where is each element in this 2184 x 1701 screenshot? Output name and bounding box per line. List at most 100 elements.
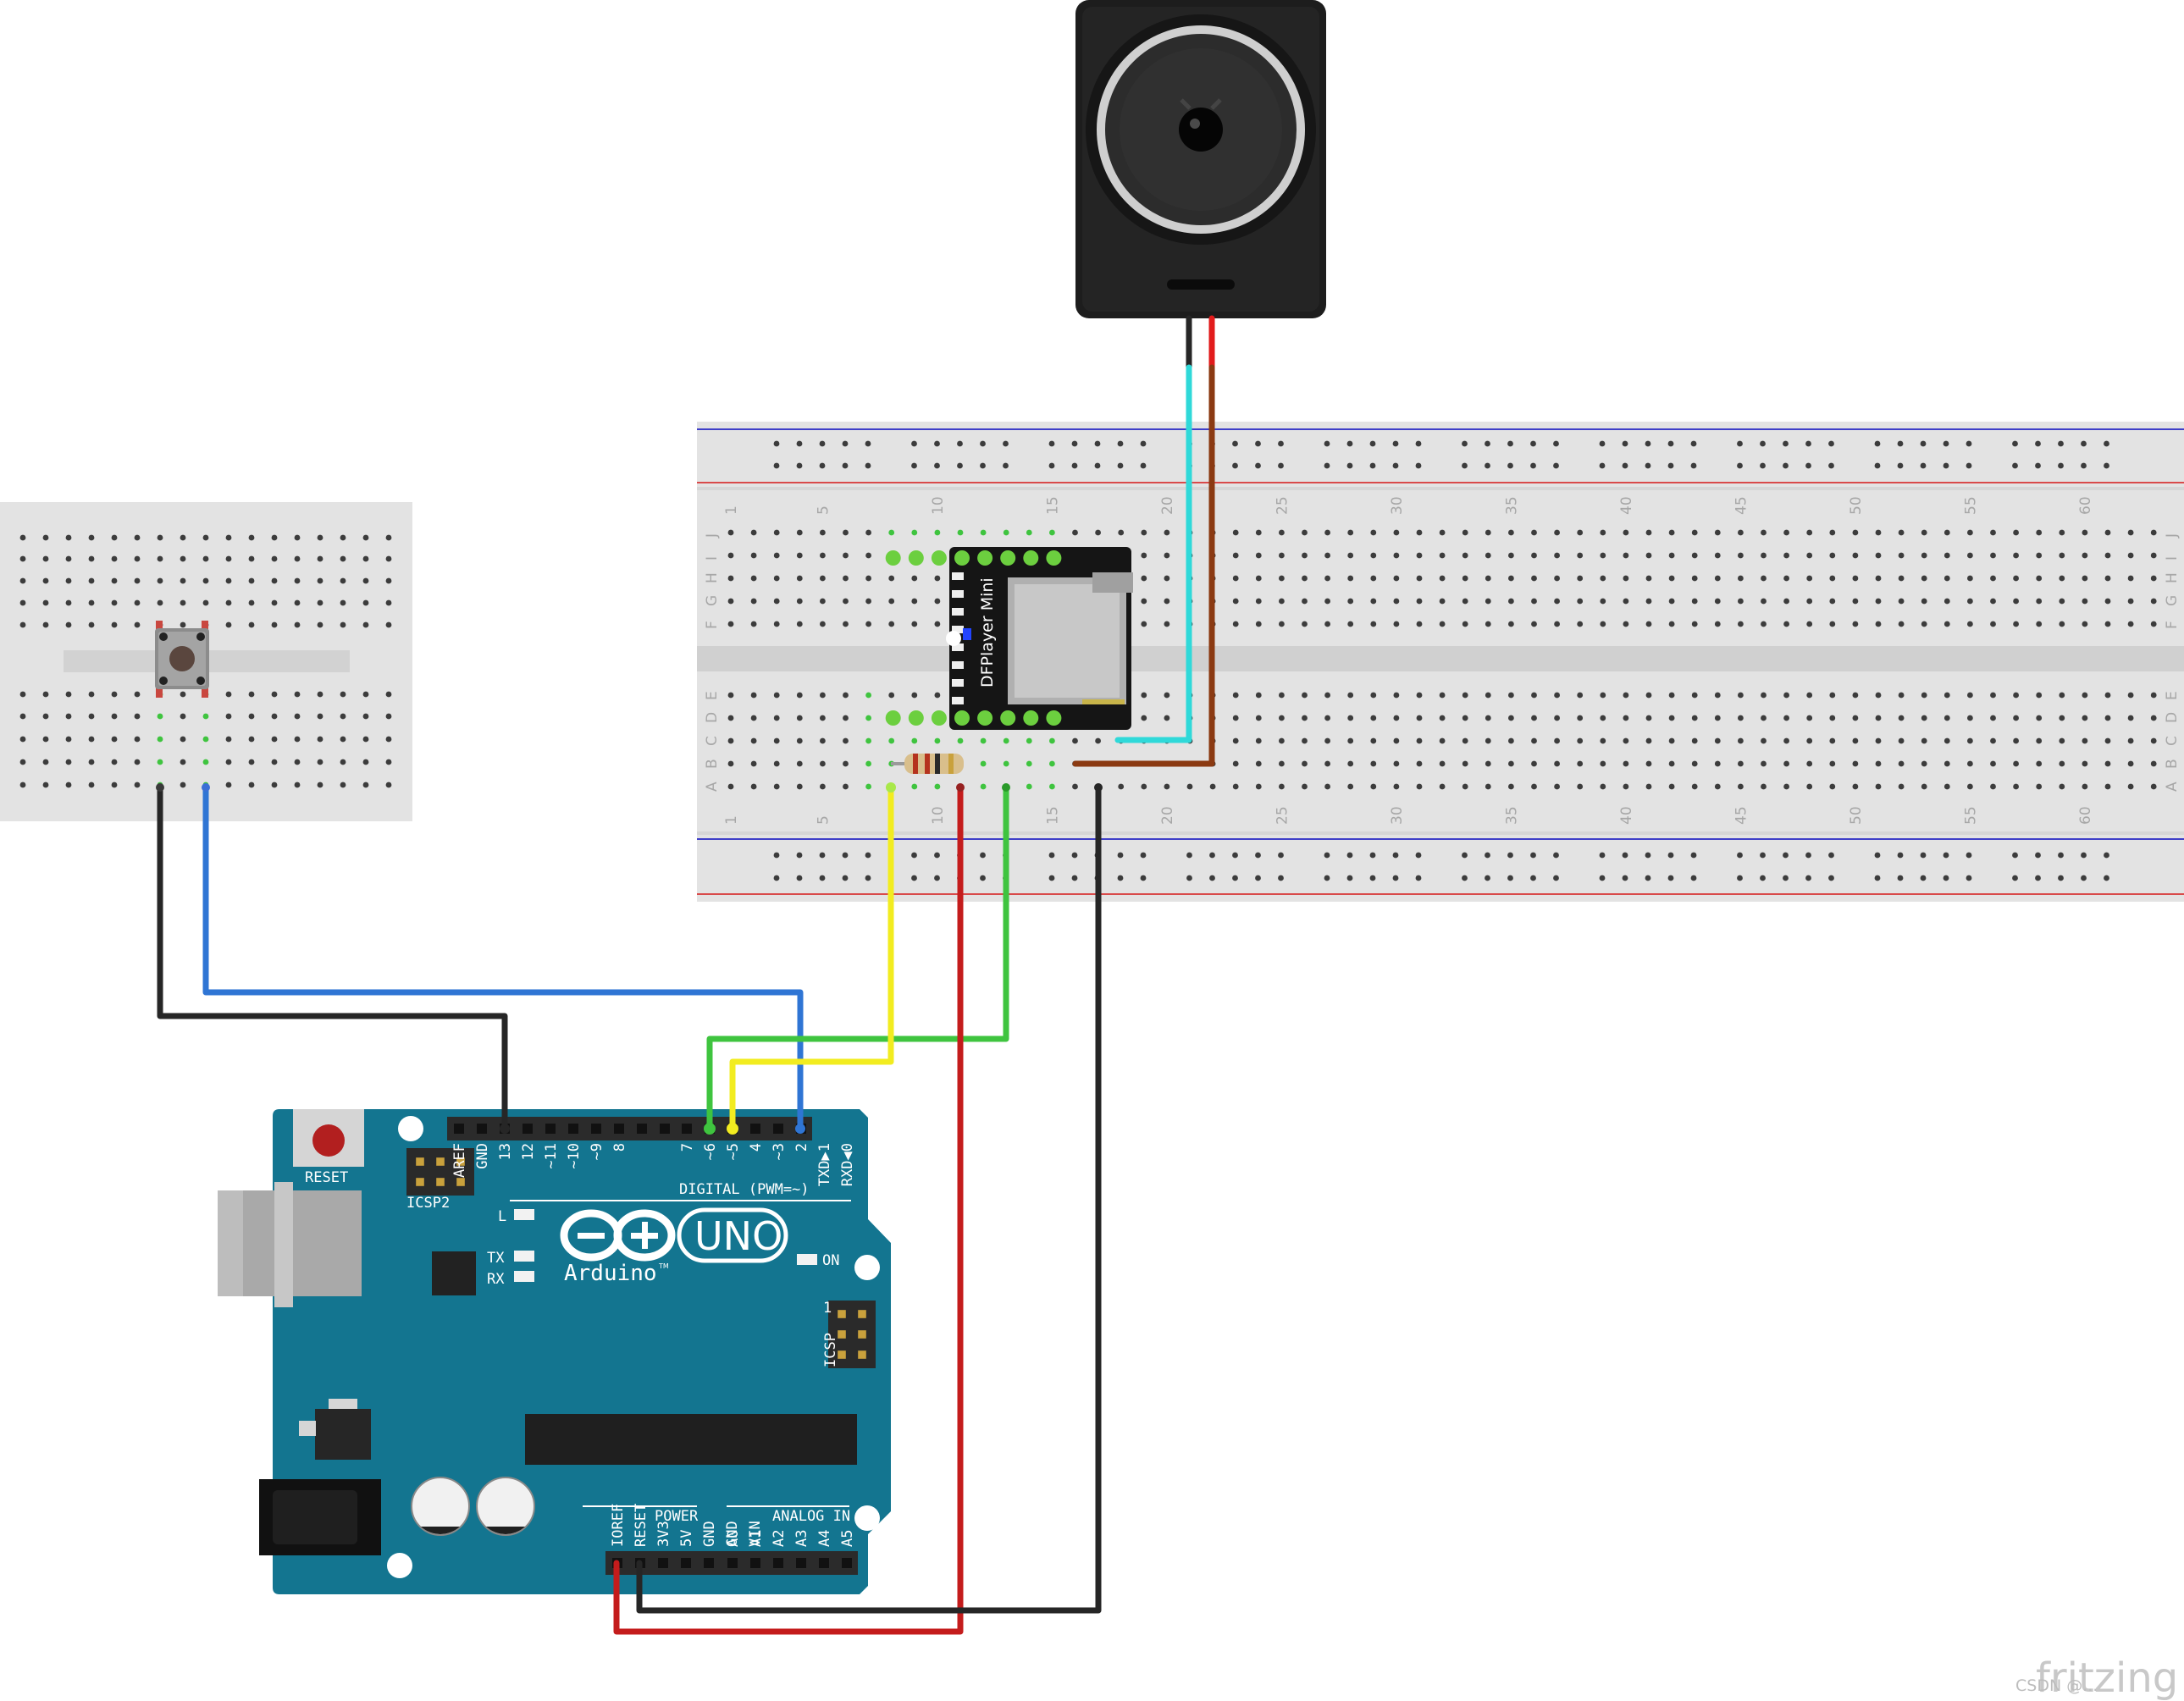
breadboard-hole <box>225 691 232 698</box>
breadboard-hole <box>1531 692 1537 699</box>
breadboard-hole <box>1279 575 1285 582</box>
header-pin <box>819 1558 829 1568</box>
breadboard-hole <box>2127 621 2134 627</box>
breadboard-hole <box>911 852 917 859</box>
breadboard-hole <box>1783 715 1790 721</box>
breadboard-hole <box>1990 715 1996 721</box>
breadboard-hole <box>1302 692 1308 699</box>
breadboard-hole <box>1806 621 1813 627</box>
breadboard-hole <box>1232 621 1239 627</box>
breadboard-hole <box>820 760 826 767</box>
header-pin <box>750 1558 760 1568</box>
breadboard-hole <box>1623 552 1629 559</box>
breadboard-hole <box>180 736 186 743</box>
reset-button[interactable] <box>293 1109 364 1167</box>
breadboard-hole <box>1164 552 1170 559</box>
breadboard-hole <box>1897 462 1904 469</box>
breadboard-hole <box>842 875 849 881</box>
breadboard-hole <box>1416 598 1423 605</box>
breadboard-hole <box>1439 715 1446 721</box>
breadboard-hole <box>1530 875 1536 881</box>
breadboard-hole <box>1255 552 1262 559</box>
breadboard-hole <box>1370 760 1377 767</box>
breadboard-hole <box>1209 875 1215 881</box>
breadboard-hole <box>1714 529 1721 536</box>
small-breadboard <box>0 502 412 821</box>
breadboard-hole <box>796 440 803 447</box>
breadboard-hole <box>2104 598 2111 605</box>
breadboard-hole <box>1346 852 1353 859</box>
wire-cyan <box>1114 364 1192 743</box>
breadboard-hole <box>1898 783 1905 790</box>
arduino-wordmark: Arduino <box>564 1261 657 1286</box>
breadboard-hole <box>1898 715 1905 721</box>
breadboard-hole <box>1805 875 1811 881</box>
breadboard-hole <box>888 621 895 627</box>
breadboard-hole <box>294 736 301 743</box>
breadboard-hole <box>2082 760 2088 767</box>
breadboard-hole <box>843 760 849 767</box>
breadboard-hole <box>1921 715 1927 721</box>
breadboard-hole <box>1667 875 1674 881</box>
breadboard-hole <box>1667 852 1674 859</box>
breadboard-hole <box>934 692 941 699</box>
pin-label: ~10 <box>566 1143 583 1169</box>
pin-label: 7 <box>679 1143 696 1151</box>
header-pin <box>842 1558 852 1568</box>
breadboard-hole <box>317 599 323 606</box>
breadboard-hole <box>2059 552 2065 559</box>
breadboard-hole <box>1462 529 1468 536</box>
breadboard-hole <box>1761 760 1767 767</box>
breadboard-hole <box>1415 462 1422 469</box>
breadboard-hole <box>1531 737 1537 744</box>
breadboard-hole <box>1921 552 1927 559</box>
breadboard-hole <box>1921 692 1927 699</box>
breadboard-hole <box>1668 621 1675 627</box>
breadboard-hole <box>134 534 141 541</box>
column-number: 5 <box>815 505 832 515</box>
breadboard-hole <box>1738 529 1744 536</box>
breadboard-hole <box>820 621 826 627</box>
breadboard-hole <box>1554 552 1560 559</box>
breadboard-hole <box>2082 575 2088 582</box>
breadboard-hole <box>1761 715 1767 721</box>
breadboard-hole <box>1026 737 1032 744</box>
breadboard-hole <box>796 852 803 859</box>
breadboard-hole <box>1829 621 1836 627</box>
breadboard-hole <box>820 715 826 721</box>
dfplayer-pin <box>954 710 970 726</box>
breadboard-hole <box>88 713 95 720</box>
breadboard-hole <box>1416 575 1423 582</box>
breadboard-hole <box>1393 715 1400 721</box>
breadboard-hole <box>1966 875 1972 881</box>
breadboard-hole <box>2036 737 2043 744</box>
breadboard-hole <box>88 555 95 562</box>
analog-header-label: ANALOG IN <box>772 1508 850 1525</box>
breadboard-hole <box>911 462 917 469</box>
breadboard-hole <box>111 621 118 628</box>
breadboard-hole <box>888 575 895 582</box>
breadboard-hole <box>842 852 849 859</box>
breadboard-hole <box>1875 760 1882 767</box>
breadboard-hole <box>1164 783 1170 790</box>
breadboard-hole <box>1852 760 1859 767</box>
breadboard-hole <box>1531 783 1537 790</box>
breadboard-hole <box>42 736 49 743</box>
breadboard-hole <box>773 875 780 881</box>
breadboard-hole <box>1760 852 1766 859</box>
breadboard-hole <box>980 875 986 881</box>
dfplayer-pin <box>885 710 901 726</box>
breadboard-hole <box>2150 598 2157 605</box>
breadboard-hole <box>385 599 392 606</box>
breadboard-hole <box>271 759 278 765</box>
breadboard-hole <box>1761 552 1767 559</box>
breadboard-hole <box>1393 737 1400 744</box>
push-button[interactable] <box>155 621 209 698</box>
breadboard-hole <box>1920 440 1927 447</box>
breadboard-hole <box>1943 760 1950 767</box>
breadboard-hole <box>1392 462 1399 469</box>
breadboard-hole <box>1507 852 1513 859</box>
breadboard-hole <box>1302 783 1308 790</box>
breadboard-hole <box>157 759 163 765</box>
wire-green <box>706 784 1009 1132</box>
